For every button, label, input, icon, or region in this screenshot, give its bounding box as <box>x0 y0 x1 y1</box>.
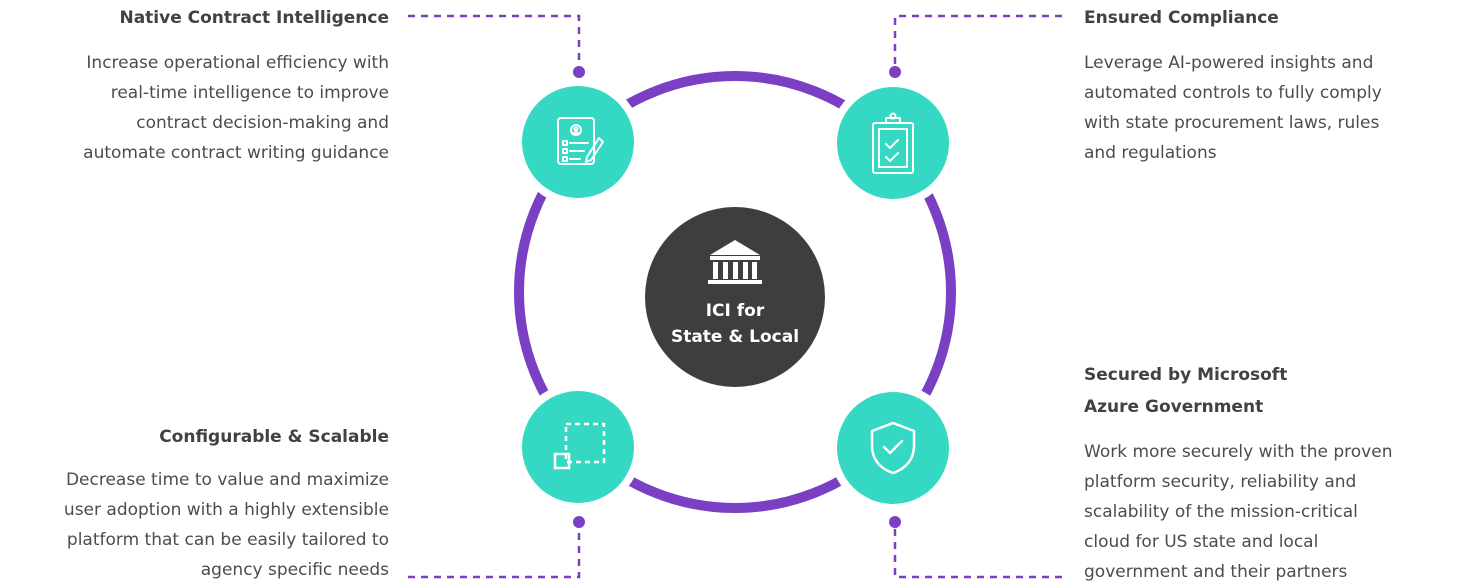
contract-document-icon <box>557 117 604 165</box>
feature-secured-by-azure: Secured by Microsoft Azure Government Wo… <box>1084 359 1454 587</box>
feature-configurable-scalable: Configurable & Scalable Decrease time to… <box>0 425 389 585</box>
connector-dot-top-left <box>573 66 585 78</box>
connector-top-right <box>893 14 1062 72</box>
connector-bottom-right <box>893 521 1062 579</box>
feature-description: Increase operational efficiency with rea… <box>83 53 389 163</box>
connector-dot-bottom-left <box>573 516 585 528</box>
purple-ring <box>514 71 956 513</box>
connector-dot-top-right <box>889 66 901 78</box>
feature-description: Work more securely with the proven platf… <box>1084 442 1393 582</box>
feature-title: Ensured Compliance <box>1084 8 1279 28</box>
feature-title: Configurable & Scalable <box>159 427 389 447</box>
feature-title: Secured by Microsoft Azure Government <box>1084 365 1288 417</box>
government-building-icon <box>708 240 762 284</box>
node-bottom-right <box>829 384 957 512</box>
connector-dot-bottom-right <box>889 516 901 528</box>
feature-ensured-compliance: Ensured Compliance Leverage AI-powered i… <box>1084 6 1454 168</box>
resize-scale-icon <box>553 422 606 470</box>
connector-bottom-left <box>408 521 581 579</box>
connector-top-left <box>408 14 581 72</box>
node-top-right <box>829 79 957 207</box>
clipboard-checklist-icon <box>872 112 914 174</box>
center-label: ICI for State & Local <box>670 301 800 347</box>
shield-check-icon <box>870 421 916 475</box>
node-top-left <box>514 78 642 206</box>
feature-description: Leverage AI-powered insights and automat… <box>1084 53 1382 163</box>
node-bottom-left <box>514 383 642 511</box>
feature-native-contract-intelligence: Native Contract Intelligence Increase op… <box>9 6 389 168</box>
connectors <box>408 14 1062 579</box>
feature-description: Decrease time to value and maximize user… <box>63 470 389 580</box>
center-circle <box>645 207 825 387</box>
feature-title: Native Contract Intelligence <box>119 8 389 28</box>
